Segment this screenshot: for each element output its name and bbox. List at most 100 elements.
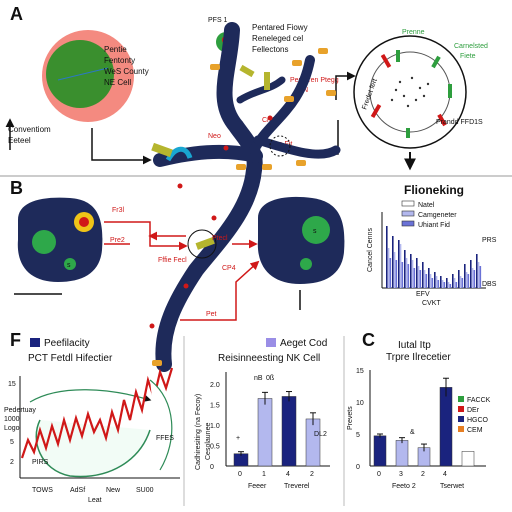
right-legend-swatch [458,396,464,402]
right-xtick: 3 [399,471,403,478]
flk-bar [459,276,462,288]
receptor-red-2 [437,113,447,127]
mid-title: Reisinneesting NK Cell [218,353,320,364]
right-bar [395,440,409,467]
flk-legend-3: Uhiant Fid [418,222,450,229]
panel-b-label: B [10,178,23,198]
flk-bar [477,262,480,288]
right-ytick: 15 [356,368,364,375]
receptor-dots [390,76,430,108]
right-group-2: Tserwet [440,483,464,490]
flk-bar [423,270,426,288]
flk-legend-swatch-2 [401,210,415,217]
right-bar [439,387,453,467]
branch-label-1: Pentaren Ptegg [290,77,339,84]
flk-bar [428,268,430,288]
flk-bar [431,278,434,288]
mid-ylabel: Cadhiresiting (na Fecoy) [195,394,202,470]
pfs-label: PFS 1 [208,17,228,24]
flk-bar [389,258,392,288]
right-legend-swatch [458,406,464,412]
right-title-1: Prenne [402,29,425,36]
flk-bar [443,282,446,288]
panel-b: s s Fr3l Pre2 Fffie Fecl Ptecl CP4 Pet [14,196,345,321]
flk-bar [416,258,418,288]
arrow-label-2: Pre2 [110,237,125,244]
cell-b-right [257,196,345,284]
pf-loop-right [149,379,173,471]
flk-bar [452,274,454,288]
right-title-2: Carnelsted [454,43,488,50]
vessel-small-branch [236,76,286,104]
panel-a-label: A [10,4,23,24]
pf-xtick-1: TOWS [32,487,53,494]
flk-bar [393,252,396,288]
mid-xtick: 2 [310,471,314,478]
flk-bar [465,272,468,288]
mid-ylabel2: Cesolaunee [205,423,212,460]
flk-side-dbs: DBS [482,281,497,288]
right-bar-chart: Iutal Itp Trpre Ilrecetier Prevets 15105… [347,340,491,490]
pf-xtick-2: AdSf [70,487,85,494]
flk-bar [395,260,398,288]
flk-legend-swatch-1 [401,200,415,207]
nk-cell-nucleus [46,40,114,108]
right-group-1: Feeto 2 [392,483,416,490]
left-caption-1: Conventiom [8,125,51,134]
mid-xtick: 4 [286,471,290,478]
arrow-b-1 [104,221,151,236]
zoom-circle-b [187,229,217,259]
flk-bar [399,244,402,288]
arrow-label-1: Fr3l [112,207,125,214]
flk-legend-2: Camgeneter [418,212,457,219]
panel-c-label: C [362,330,375,350]
right-legend-item: CEM [467,427,483,434]
top-label-2: Reneleged cel [252,34,303,43]
mid-bar-chart: Aeget Cod Reisinneesting NK Cell Cadhire… [195,338,330,490]
blood-vessel [149,22,341,372]
flk-bar [411,260,414,288]
flk-bar [464,264,466,288]
right-ylabel: Prevets [347,406,354,430]
vessel-to-receptor-arrow [335,71,356,100]
flk-legend-swatch-3 [401,220,415,227]
cell-label-1: Pentie [104,45,127,54]
arrow-label-6: Pet [206,311,217,318]
panel-f-label: F [10,330,21,350]
mid-group-1: Feeer [248,483,267,490]
flk-bar [458,270,460,288]
flk-bar [470,260,472,288]
mid-label-neo: Neo [208,133,221,140]
flk-bar [467,274,470,288]
flk-bar [449,284,452,288]
cell-b-left-vesicle [64,258,76,270]
receptor-red-3 [370,103,382,119]
mid-ytick: 1.0 [210,423,220,430]
receptor-green-4 [406,128,410,138]
flk-bar [471,268,474,288]
pf-ylabel-2: 1000 [4,416,20,423]
flk-bar [446,278,448,288]
pf-ytick-1: 15 [8,381,16,388]
right-ytick: 5 [356,432,360,439]
flk-ylabel: Cancel Cenns [367,228,374,272]
pf-label-ffes: FFES [156,435,174,442]
vessel-trunk [155,22,263,372]
arrow-b-2 [149,236,188,251]
panel-f: Peefilacity PCT Fetdl Hifectier Pedertua… [4,338,180,504]
right-bar [461,451,475,467]
flioneking-title: Flioneking [404,183,464,197]
receptor-green-3 [448,84,452,98]
cell-b-left-granule-core [79,217,89,227]
pf-xtick-4: SU00 [136,487,154,494]
cell-label-2: Fentonty [104,56,135,65]
pf-legend-swatch [30,338,40,347]
flk-bar [447,282,450,288]
right-title-2: Trpre Ilrecetier [386,352,451,363]
flk-bar [435,276,438,288]
right-legend-swatch [458,416,464,422]
cell-b-right-mark: s [313,228,317,235]
mid-annotation-4: + [236,435,240,442]
right-title-3: Fiete [460,53,476,60]
